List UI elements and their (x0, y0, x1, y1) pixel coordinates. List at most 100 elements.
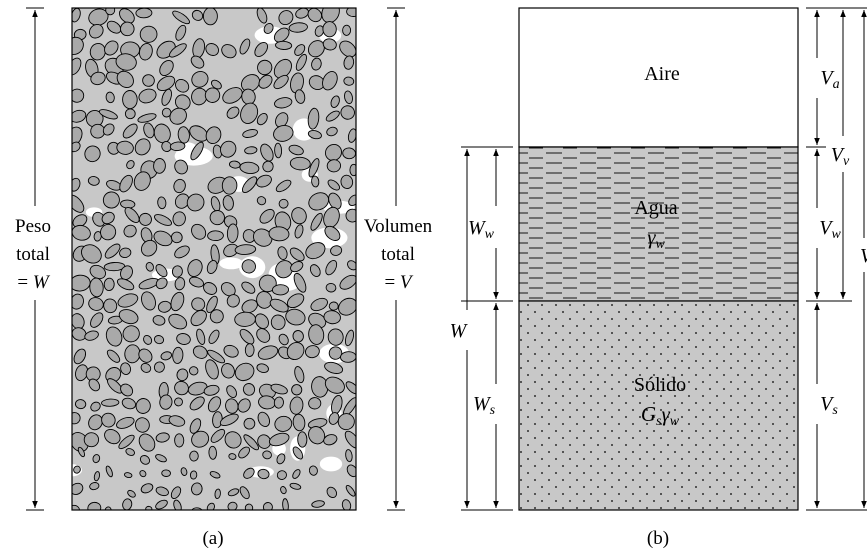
soil-particle (159, 60, 174, 76)
soil-particle (242, 383, 256, 396)
soil-particle (143, 122, 155, 139)
soil-particle (307, 107, 320, 130)
caption-b: (b) (647, 528, 669, 549)
soil-particle (293, 272, 307, 293)
soil-particle (174, 397, 183, 407)
soil-particle (309, 264, 321, 278)
soil-particle (328, 301, 339, 311)
soil-particle (275, 112, 289, 128)
soil-particle (257, 345, 279, 360)
soil-particle (83, 432, 100, 448)
soil-particle (239, 328, 255, 345)
soil-particle (186, 193, 205, 212)
soil-particle (120, 21, 135, 37)
soil-particle (310, 212, 323, 231)
soil-particle (234, 362, 255, 382)
soil-particle (210, 79, 222, 90)
soil-particle (205, 43, 219, 56)
soil-particle (118, 309, 139, 325)
soil-particle (169, 141, 186, 152)
soil-particle (190, 309, 207, 327)
soil-particle (276, 470, 287, 480)
soil-particle (173, 499, 182, 510)
soil-particle (123, 224, 137, 238)
soil-particle (133, 171, 151, 191)
soil-particle (72, 126, 83, 146)
soil-particle (84, 330, 99, 341)
soil-particle (171, 265, 183, 278)
solid-label: Sólido (634, 374, 686, 396)
soil-particle (330, 245, 343, 256)
soil-particle (101, 412, 116, 428)
soil-particle (322, 38, 337, 51)
soil-particle (244, 503, 254, 510)
soil-particle (278, 198, 289, 209)
soil-particle (180, 467, 188, 476)
soil-particle (344, 90, 353, 105)
soil-particle (326, 159, 342, 173)
soil-particle (87, 501, 102, 510)
soil-particle (115, 53, 137, 71)
soil-particle (305, 345, 320, 359)
soil-particle (325, 143, 342, 162)
soil-particle (273, 396, 284, 409)
soil-particle (275, 260, 293, 279)
soil-particle (207, 230, 224, 242)
soil-particle (189, 450, 199, 462)
soil-particle (228, 453, 237, 460)
soil-particle (222, 87, 243, 104)
soil-particle (190, 141, 204, 161)
soil-particle (168, 313, 188, 330)
soil-particle (106, 20, 122, 34)
soil-particle (326, 126, 338, 137)
soil-particle (227, 501, 238, 510)
soil-particle (72, 274, 91, 292)
soil-particle (347, 260, 356, 271)
soil-particle (263, 23, 274, 34)
soil-particle (347, 128, 356, 143)
soil-particle (120, 362, 132, 375)
soil-particle (207, 396, 222, 413)
soil-particle (191, 507, 203, 510)
w-label: W (450, 320, 469, 342)
soil-particle (191, 297, 206, 312)
soil-particle (191, 482, 203, 496)
soil-particle (77, 446, 86, 458)
soil-particle (134, 138, 151, 156)
soil-particle (328, 192, 342, 210)
soil-particle (257, 411, 271, 428)
soil-particle (239, 161, 260, 175)
vw-label: Vw (819, 217, 841, 242)
soil-particle (345, 449, 353, 463)
soil-particle (305, 242, 326, 260)
soil-particle (208, 329, 220, 344)
soil-particle (278, 333, 289, 346)
soil-particle (209, 309, 224, 324)
soil-particle (174, 277, 186, 291)
soil-particle (105, 326, 123, 347)
soil-particle (189, 418, 202, 434)
soil-particle (153, 158, 166, 174)
soil-particle (102, 191, 120, 209)
soil-particle (89, 23, 104, 39)
soil-particle (206, 502, 215, 510)
soil-particle (122, 90, 138, 110)
soil-particle (160, 351, 173, 361)
soil-particle (81, 244, 102, 264)
caption-a: (a) (202, 528, 223, 549)
soil-particle (273, 58, 292, 79)
soil-particle (140, 239, 158, 257)
soil-particle (292, 469, 301, 479)
soil-particle (187, 381, 208, 396)
soil-particle (226, 106, 240, 119)
soil-particle (275, 40, 293, 50)
soil-particle (139, 42, 153, 61)
soil-particle (139, 455, 151, 465)
soil-particle (308, 426, 326, 445)
soil-particle (295, 53, 307, 71)
vv-label: Vv (831, 144, 850, 169)
soil-particle (155, 432, 170, 443)
soil-particle (154, 214, 172, 226)
soil-particle (297, 431, 308, 448)
soil-particle (176, 368, 189, 382)
